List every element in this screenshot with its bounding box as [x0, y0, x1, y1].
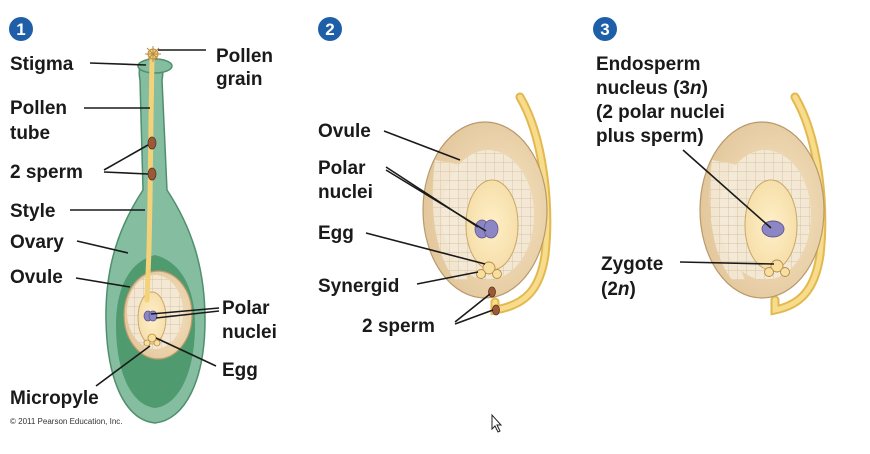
label-endosperm-line1: Endosperm	[596, 54, 701, 75]
label-polar-nuclei-2-line1: Polar	[318, 158, 366, 179]
label-ovary: Ovary	[10, 232, 64, 253]
polar-nucleus-1b	[148, 310, 158, 322]
label-ovule-2: Ovule	[318, 121, 371, 142]
pollen-tube-3	[772, 94, 825, 314]
label-endosperm-line4: plus sperm)	[596, 126, 704, 147]
step-badge-2: 2	[318, 17, 342, 41]
pollen-grain-shape	[145, 46, 161, 62]
label-2-sperm-2: 2 sperm	[362, 316, 435, 337]
label-zygote-ploidy: (2n)	[601, 279, 636, 300]
svg-text:3: 3	[600, 20, 609, 39]
sperm-2a	[488, 286, 496, 298]
sperm-2b	[492, 304, 500, 316]
pollen-tube-shape	[144, 55, 155, 303]
label-ovule-1: Ovule	[10, 267, 63, 288]
panel3-leaders	[679, 149, 775, 265]
mouse-cursor-icon	[491, 413, 503, 433]
label-endosperm-line2: nucleus (3n)	[596, 78, 708, 99]
stigma-shape	[137, 58, 173, 74]
label-polar-nuclei-1-line2: nuclei	[222, 322, 277, 343]
label-pollen-grain-line1: Pollen	[216, 46, 273, 67]
step-badge-3: 3	[593, 17, 617, 41]
label-pollen-tube-line1: Pollen	[10, 98, 67, 119]
label-polar-nuclei-2-line2: nuclei	[318, 182, 373, 203]
polar-nucleus-2b	[483, 219, 499, 239]
copyright-text: © 2011 Pearson Education, Inc.	[10, 417, 122, 426]
pollen-tube-2	[492, 94, 550, 313]
zygote-cell	[770, 259, 784, 273]
ovule-illustration-3	[699, 92, 827, 316]
panel2-leaders	[365, 130, 494, 325]
label-pollen-tube-line2: tube	[10, 123, 50, 144]
label-endosperm-line3: (2 polar nuclei	[596, 102, 725, 123]
label-zygote: Zygote	[601, 254, 663, 275]
label-micropyle: Micropyle	[10, 388, 99, 409]
sperm-1a	[147, 136, 157, 150]
label-stigma: Stigma	[10, 54, 74, 75]
label-polar-nuclei-1-line1: Polar	[222, 298, 270, 319]
carpel-illustration	[105, 46, 206, 424]
label-pollen-grain-line2: grain	[216, 69, 262, 90]
synergid-2	[476, 269, 486, 279]
panel1-leaders	[70, 49, 220, 387]
label-style: Style	[10, 201, 55, 222]
svg-text:2: 2	[325, 20, 334, 39]
label-2-sperm-1: 2 sperm	[10, 162, 83, 183]
egg-cell-2	[482, 261, 496, 275]
svg-text:1: 1	[16, 20, 25, 39]
label-egg-2: Egg	[318, 223, 354, 244]
ovule-illustration-2	[422, 92, 552, 316]
step-badge-1: 1	[9, 17, 33, 41]
sperm-1b	[147, 167, 157, 181]
label-egg-1: Egg	[222, 360, 258, 381]
label-synergid: Synergid	[318, 276, 399, 297]
